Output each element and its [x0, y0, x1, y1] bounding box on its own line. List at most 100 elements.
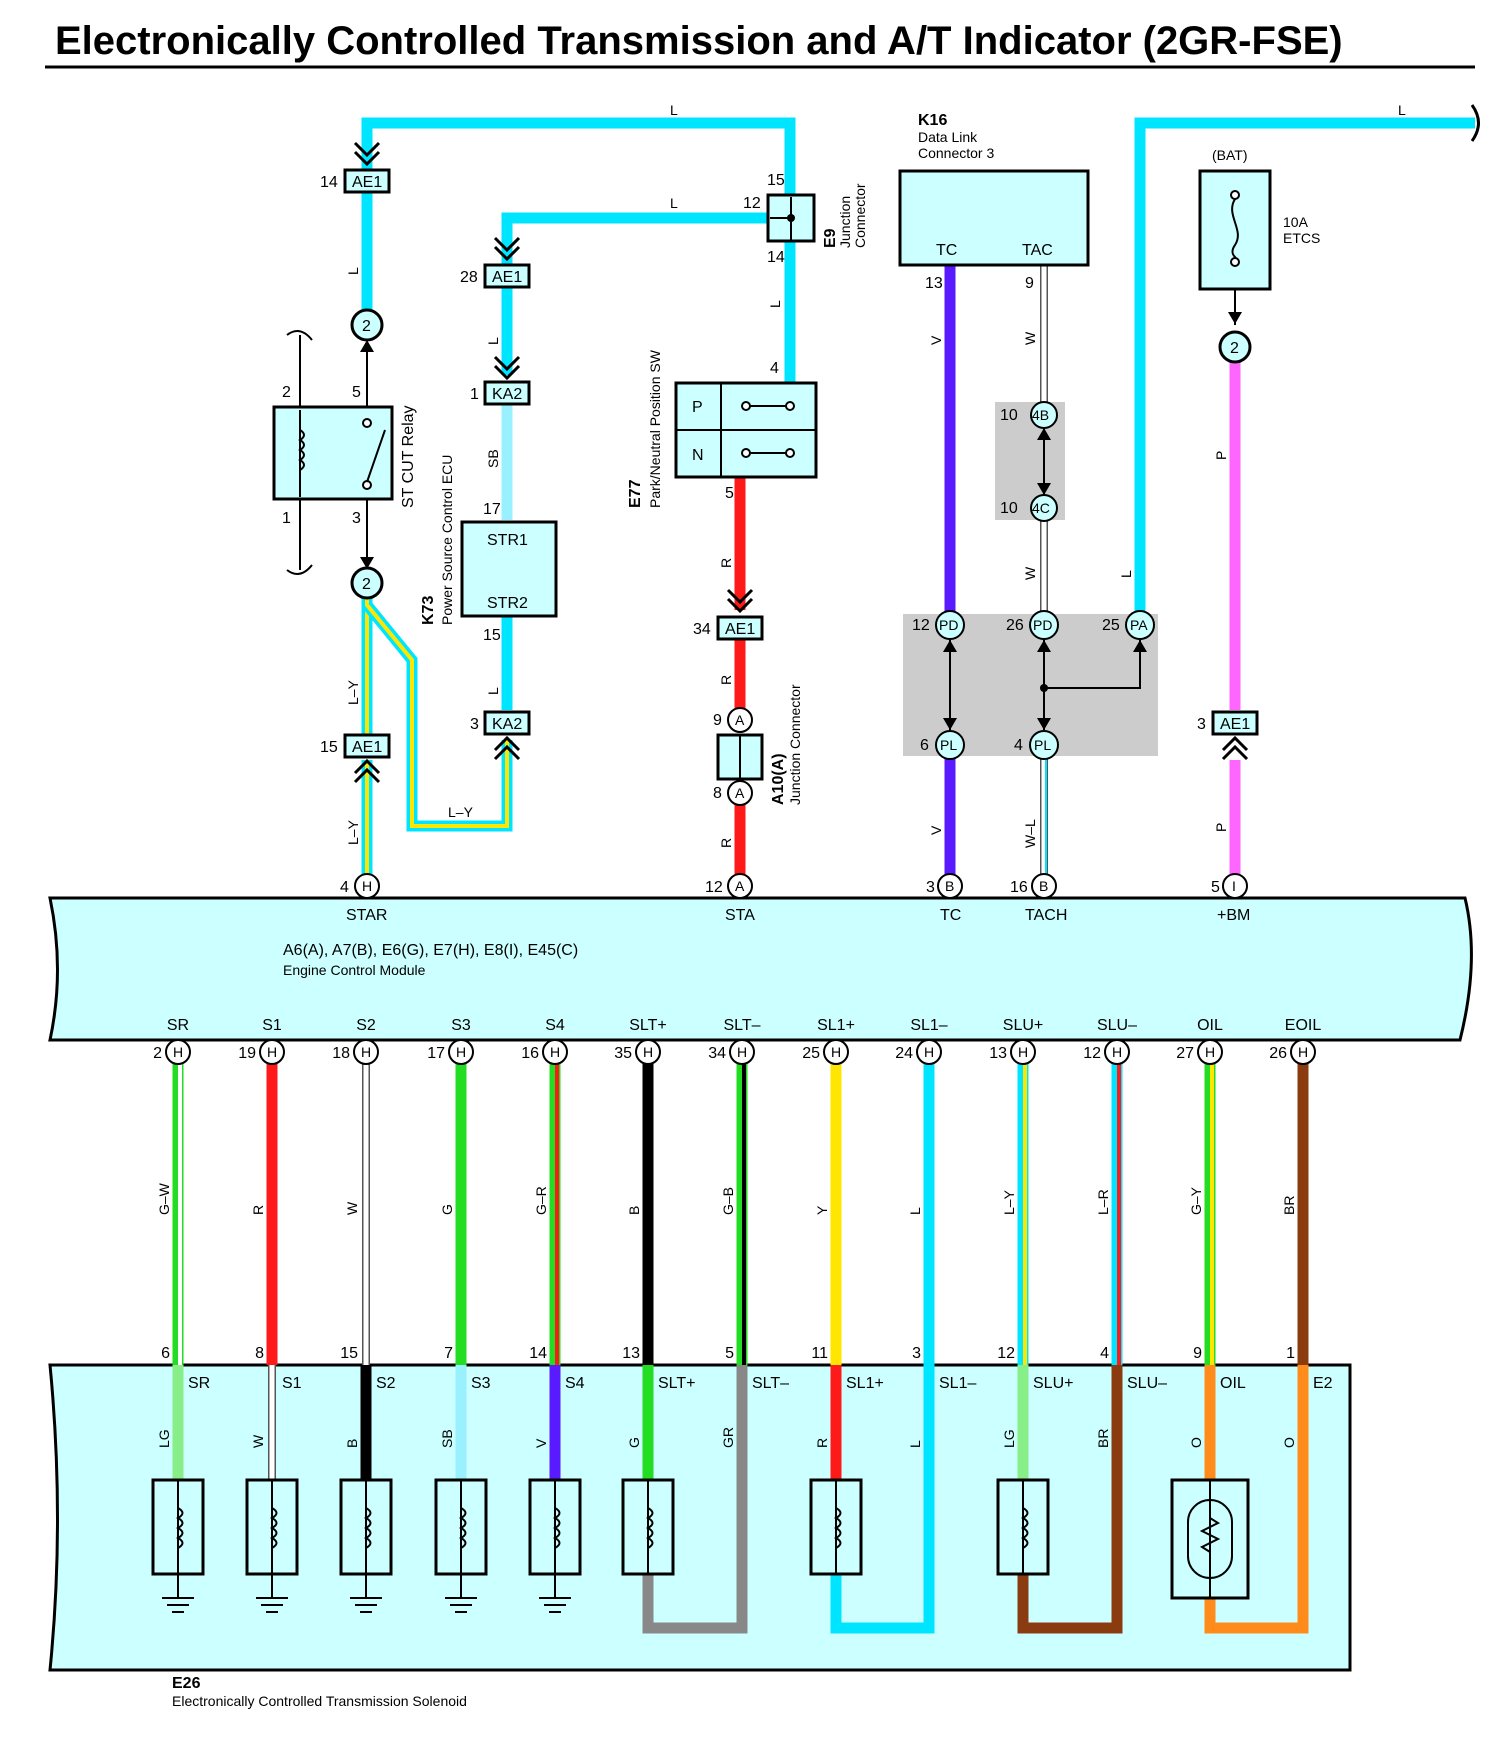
svg-text:A: A	[735, 712, 745, 728]
coil-winding	[1020, 1507, 1029, 1549]
svg-text:Connector 3: Connector 3	[918, 145, 994, 161]
connector-ae1-28: AE1 28	[460, 236, 531, 289]
svg-text:5: 5	[725, 485, 734, 502]
wire-ly-loop-b	[365, 603, 509, 828]
wire-label-v-2: V	[928, 825, 944, 835]
svg-text:AE1: AE1	[725, 621, 755, 638]
svg-text:AE1: AE1	[1220, 716, 1250, 733]
svg-text:PD: PD	[939, 617, 958, 633]
coil-winding	[458, 1507, 467, 1549]
ecm-terminal-label: SLT–	[723, 1017, 760, 1034]
ecm-bottom-circuits: SRH2G–W6SRLGS1H19R8S1WS2H18W15S2BS3H17G7…	[151, 1017, 1333, 1634]
solenoid-pin-number: 12	[997, 1345, 1015, 1362]
ecm-pin-number: 19	[238, 1045, 256, 1062]
k16-data-link-connector: K16 Data Link Connector 3 TC TAC 13 9	[898, 112, 1090, 292]
ecm-terminal-label: SLU–	[1097, 1017, 1137, 1034]
terminal-letter: H	[1018, 1044, 1028, 1060]
svg-text:AE1: AE1	[492, 269, 522, 286]
solenoid-terminal-label: OIL	[1220, 1375, 1246, 1392]
terminal-letter: H	[361, 1044, 371, 1060]
svg-text:A: A	[735, 878, 745, 894]
wire-color-label: Y	[814, 1205, 830, 1215]
ecm-name: Engine Control Module	[283, 962, 426, 978]
return-loop	[830, 1365, 935, 1634]
terminal-letter: H	[173, 1044, 183, 1060]
svg-text:B: B	[1039, 878, 1048, 894]
ecm-term-tach: TACH	[1025, 907, 1067, 924]
wire-l-top	[361, 117, 796, 383]
wire-color-label: L	[907, 1207, 923, 1215]
fuse-etcs: (BAT) 10A ETCS 2	[1198, 147, 1320, 364]
wire-color-label: G–R	[533, 1186, 549, 1215]
svg-text:E77: E77	[627, 479, 644, 508]
top-wires	[361, 117, 1475, 880]
solenoid-pin-number: 11	[811, 1345, 828, 1362]
diagram-title: Electronically Controlled Transmission a…	[55, 19, 1343, 63]
pin-2: 2	[282, 384, 291, 401]
solenoid-terminal-label: SLU+	[1033, 1375, 1073, 1392]
pin-5: 5	[352, 384, 361, 401]
ecm-pin-number: 34	[708, 1045, 726, 1062]
svg-text:(BAT): (BAT)	[1212, 147, 1248, 163]
solenoid-terminal-label: SL1+	[846, 1375, 884, 1392]
solenoid-terminal-label: S2	[376, 1375, 396, 1392]
svg-text:Power Source Control ECU: Power Source Control ECU	[439, 455, 455, 625]
a10-junction-connector: A 9 A 8 A10(A) Junction Connector	[713, 684, 803, 806]
wire-break-symbol	[1470, 104, 1480, 142]
connector-ka2-1: KA2 1	[470, 355, 531, 406]
coil-winding	[833, 1507, 842, 1549]
thermistor-resistor	[1199, 1517, 1221, 1553]
wire-label-p-1: P	[1213, 451, 1229, 460]
svg-text:AE1: AE1	[352, 174, 382, 191]
terminal-letter: H	[550, 1044, 560, 1060]
svg-text:5: 5	[1211, 879, 1220, 896]
svg-text:9: 9	[1025, 275, 1034, 292]
ecm-term-tc: TC	[940, 907, 961, 924]
svg-text:PL: PL	[940, 737, 957, 753]
svg-text:15: 15	[483, 627, 501, 644]
ecm-terminal-label: S4	[545, 1017, 565, 1034]
wire-color-label: G–W	[156, 1182, 172, 1215]
svg-text:8: 8	[713, 785, 722, 802]
svg-text:2: 2	[362, 318, 371, 335]
wire-label-l-7: L	[767, 300, 783, 308]
connector-ae1-15: AE1 15	[320, 733, 391, 784]
ecm-pin-number: 27	[1176, 1045, 1194, 1062]
solenoid-wire-label: O	[1281, 1437, 1297, 1448]
terminal-circle	[1197, 1039, 1223, 1065]
ecm-top-terminals: H 4 STAR A 12 STA B 3 TC B 16 TACH I 5 +…	[340, 873, 1250, 924]
solenoid-pin-number: 3	[912, 1345, 921, 1362]
solenoid-pin-number: 4	[1100, 1345, 1109, 1362]
solenoid-wire-label: LG	[1001, 1429, 1017, 1448]
terminal-circle	[635, 1039, 661, 1065]
wire-label-sb: SB	[485, 449, 501, 468]
coil-winding	[552, 1507, 561, 1549]
terminal-circle	[1104, 1039, 1130, 1065]
solenoid-wire-label: LG	[156, 1429, 172, 1448]
svg-text:10: 10	[1000, 407, 1018, 424]
pin-14: 14	[320, 174, 338, 191]
svg-text:15: 15	[767, 172, 785, 189]
svg-text:10: 10	[1000, 500, 1018, 517]
svg-text:Junction: Junction	[837, 196, 853, 248]
coil-winding	[645, 1507, 654, 1549]
wire-color-label: G–B	[720, 1187, 736, 1215]
wire-color-label: L–Y	[1001, 1189, 1017, 1215]
solenoid-wire-label: R	[814, 1438, 830, 1448]
solenoid-wire-label: O	[1188, 1437, 1204, 1448]
wire-label-ly-3: L–Y	[448, 804, 474, 820]
ecm-terminal-label: S3	[451, 1017, 471, 1034]
ecm-terminal-label: SR	[167, 1017, 189, 1034]
svg-text:4: 4	[340, 879, 349, 896]
svg-text:6: 6	[920, 737, 929, 754]
svg-text:A: A	[735, 785, 745, 801]
svg-text:PL: PL	[1034, 737, 1051, 753]
terminal-circle	[916, 1039, 942, 1065]
solenoid-code: E26	[172, 1675, 201, 1692]
svg-text:K16: K16	[918, 112, 947, 129]
